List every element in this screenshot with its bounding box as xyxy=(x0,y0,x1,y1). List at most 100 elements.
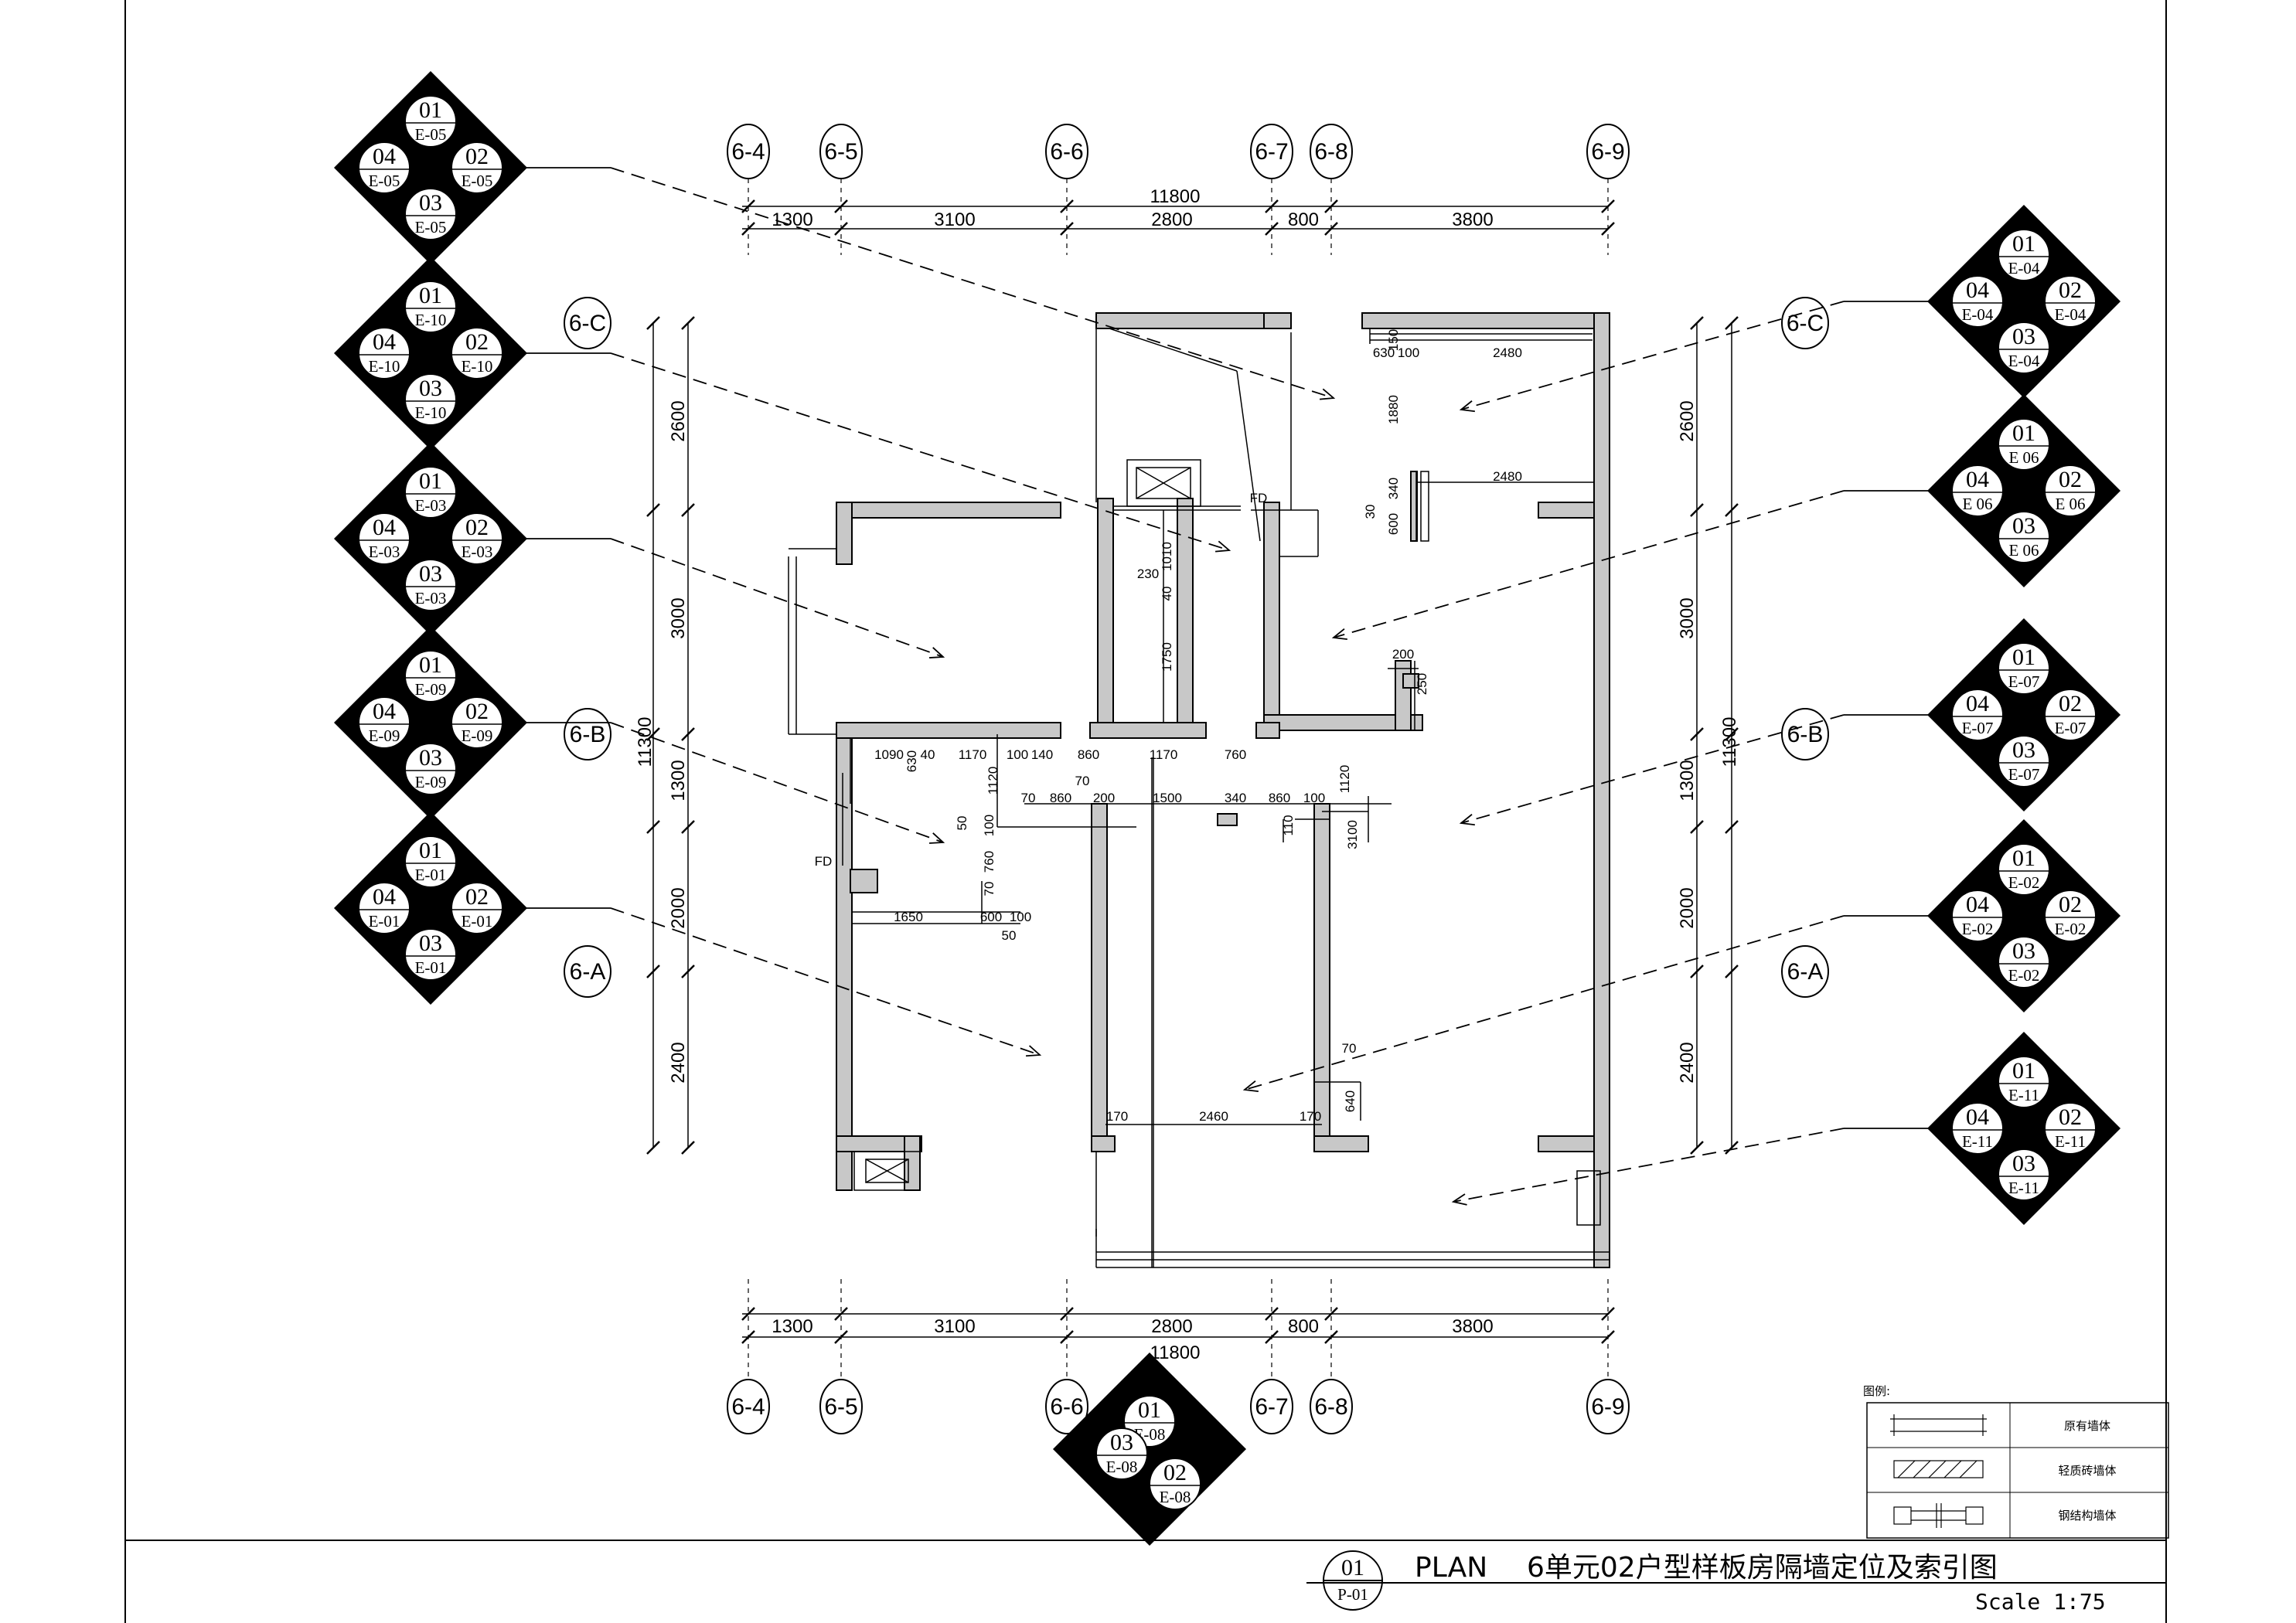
drawing-scale: Scale 1:75 xyxy=(1975,1589,2106,1614)
index-sheet-ref: E-04 xyxy=(2008,259,2040,277)
index-leader xyxy=(1459,714,1929,826)
index-bubble: 04E-09 xyxy=(358,696,410,749)
idim: 100 xyxy=(1398,345,1419,360)
idim: 70 xyxy=(982,882,996,897)
index-leader xyxy=(1242,915,1929,1093)
axis-bubble-top: 6-9 xyxy=(1586,124,1630,255)
index-leader xyxy=(526,907,1042,1057)
axis-label: 6-7 xyxy=(1255,139,1288,165)
idim: 230 xyxy=(1137,567,1159,581)
index-bubble: 02E-07 xyxy=(2044,689,2097,741)
legend-item-light-brick-wall: 轻质砖墙体 xyxy=(2058,1464,2116,1478)
index-sheet-ref: E-04 xyxy=(2055,305,2086,324)
sheet-ref: P-01 xyxy=(1337,1585,1368,1604)
index-leaders xyxy=(526,167,1929,1206)
index-sheet-ref: E-09 xyxy=(415,680,447,699)
idim: 860 xyxy=(1269,791,1290,805)
index-number: 02 xyxy=(465,329,489,355)
index-number: 03 xyxy=(2012,513,2035,539)
index-number: 01 xyxy=(419,283,442,308)
dimension-ticks xyxy=(646,199,1739,1344)
index-sheet-ref: E-10 xyxy=(462,357,493,376)
index-sheet-ref: E-11 xyxy=(1962,1132,1993,1151)
index-bubble: 03E-04 xyxy=(1998,322,2050,374)
index-sheet-ref: E-01 xyxy=(415,958,447,977)
index-sheet-ref: E-10 xyxy=(369,357,400,376)
dim-left-4: 2000 xyxy=(668,887,689,928)
index-bubble: 01E-11 xyxy=(1998,1056,2050,1108)
dimension-text-top: 11800 1300 3100 2800 800 3800 xyxy=(772,186,1493,230)
dimension-lines xyxy=(652,206,1732,1338)
idim: 860 xyxy=(1078,747,1099,762)
idim: 100 xyxy=(1010,910,1031,924)
index-bubble: 03E-05 xyxy=(404,188,457,240)
dimension-text-left: 11300 2600 3000 1300 2000 2400 xyxy=(635,400,689,1083)
index-bubble: 01E-07 xyxy=(1998,642,2050,695)
index-bubble: 04E-04 xyxy=(1951,275,2004,328)
axis-bubble-top: 6-5 xyxy=(819,124,863,255)
idim: 200 xyxy=(1093,791,1115,805)
index-number: 02 xyxy=(465,699,489,724)
index-sheet-ref: E-02 xyxy=(2008,966,2040,985)
idim: 1170 xyxy=(1150,747,1178,762)
dim-left-5: 2400 xyxy=(668,1042,689,1083)
dimension-text-bottom: 1300 3100 2800 800 3800 11800 xyxy=(772,1316,1493,1363)
idim: 100 xyxy=(982,815,996,836)
axis-label: 6-B xyxy=(570,722,606,747)
axis-label: 6-C xyxy=(1787,311,1824,336)
axis-bubble-bottom: 6-7 xyxy=(1250,1279,1293,1434)
idim: 70 xyxy=(1075,774,1090,788)
legend-symbol-light-brick-wall xyxy=(1893,1460,1984,1478)
index-bubble: 01E-01 xyxy=(404,835,457,888)
index-bubble: 01E 06 xyxy=(1998,418,2050,471)
idim: 3100 xyxy=(1345,820,1360,849)
index-bubble: 04E-11 xyxy=(1951,1102,2004,1155)
idim: 340 xyxy=(1225,791,1246,805)
axis-bubble-top: 6-7 xyxy=(1250,124,1293,255)
axis-bubble-left: 6-A xyxy=(564,945,611,998)
index-number: 03 xyxy=(1110,1430,1133,1455)
index-sheet-ref: E-04 xyxy=(2008,352,2040,370)
idim: 630 xyxy=(1373,345,1395,360)
index-bubble: 01E-10 xyxy=(404,281,457,333)
index-bubble: 02E-10 xyxy=(451,327,503,379)
index-number: 01 xyxy=(2012,1058,2035,1084)
index-number: 04 xyxy=(373,144,396,169)
axis-bubble-top: 6-4 xyxy=(727,124,770,255)
index-number: 03 xyxy=(419,376,442,401)
idim: 2480 xyxy=(1493,345,1522,360)
index-leader xyxy=(526,167,1336,400)
axis-bubble-bottom: 6-9 xyxy=(1586,1279,1630,1434)
index-sheet-ref: E-09 xyxy=(415,773,447,791)
index-bubble: 02E-04 xyxy=(2044,275,2097,328)
index-bubble: 01E-09 xyxy=(404,650,457,703)
axis-bubble-right: 6-C xyxy=(1781,297,1829,349)
index-bubble: 01E-04 xyxy=(1998,229,2050,281)
idim: 100 xyxy=(1007,747,1028,762)
index-bubble: 03E-03 xyxy=(404,559,457,611)
index-bubble: 02E-03 xyxy=(451,512,503,565)
dim-right-2: 3000 xyxy=(1677,597,1698,638)
idim: 600 xyxy=(980,910,1002,924)
index-number: 03 xyxy=(2012,938,2035,964)
index-number: 04 xyxy=(1966,277,1989,303)
index-sheet-ref: E-11 xyxy=(2008,1086,2039,1104)
index-sheet-ref: E-01 xyxy=(415,866,447,884)
idim: 1880 xyxy=(1386,395,1401,424)
index-sheet-ref: E-07 xyxy=(2008,672,2040,691)
legend-symbol-steel-wall xyxy=(1893,1503,1984,1528)
axis-label: 6-5 xyxy=(824,1394,857,1420)
index-leader xyxy=(1459,301,1929,413)
idim: 1010 xyxy=(1160,542,1174,571)
index-number: 01 xyxy=(2012,231,2035,257)
index-number: 01 xyxy=(2012,846,2035,871)
index-sheet-ref: E-05 xyxy=(462,172,493,190)
index-number: 02 xyxy=(2059,1104,2082,1130)
axis-label: 6-4 xyxy=(731,139,765,165)
index-number: 04 xyxy=(373,699,396,724)
dim-bottom-4: 800 xyxy=(1288,1316,1319,1337)
index-number: 04 xyxy=(1966,1104,1989,1130)
idim: 340 xyxy=(1386,478,1401,499)
